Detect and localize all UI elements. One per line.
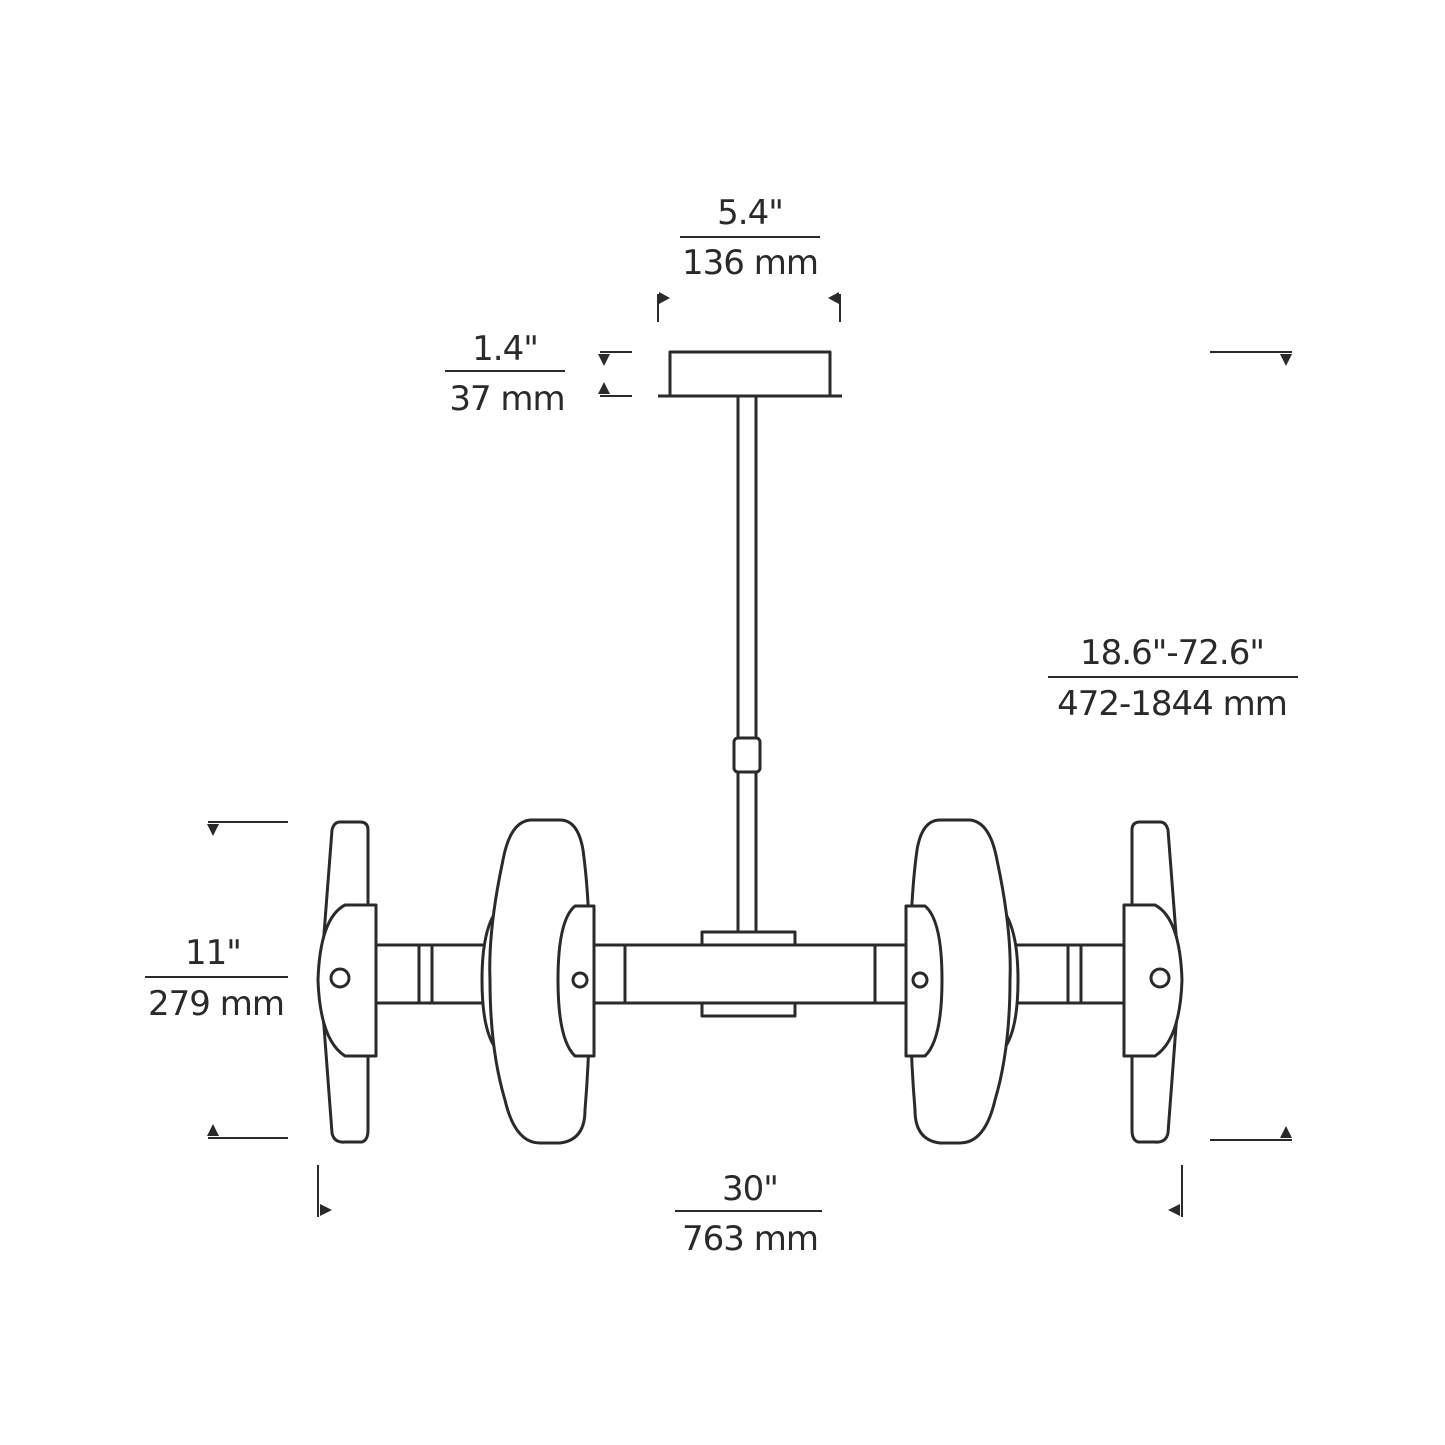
overall-height-metric: 472-1844 mm [1057,684,1287,724]
canopy-width-imperial: 5.4" [717,193,783,233]
stem [732,396,762,935]
dim-canopy-width: 5.4" 136 mm [657,193,841,322]
dim-fixture-width: 30" 763 mm [317,1165,1183,1259]
canopy-width-metric: 136 mm [682,243,818,283]
dim-canopy-height: 1.4" 37 mm [445,329,632,419]
fixture-height-imperial: 11" [185,933,241,973]
canopy-height-metric: 37 mm [449,379,564,419]
overall-height-imperial: 18.6"-72.6" [1080,633,1264,673]
shade-group-left [316,818,596,1145]
fixture-width-metric: 763 mm [682,1219,818,1259]
fixture-width-imperial: 30" [722,1169,778,1209]
canopy-height-imperial: 1.4" [472,329,538,369]
canopy [658,350,842,398]
dim-overall-height: 18.6"-72.6" 472-1844 mm [1048,351,1298,1141]
fixture-height-metric: 279 mm [148,984,284,1024]
dim-fixture-height: 11" 279 mm [145,821,288,1139]
